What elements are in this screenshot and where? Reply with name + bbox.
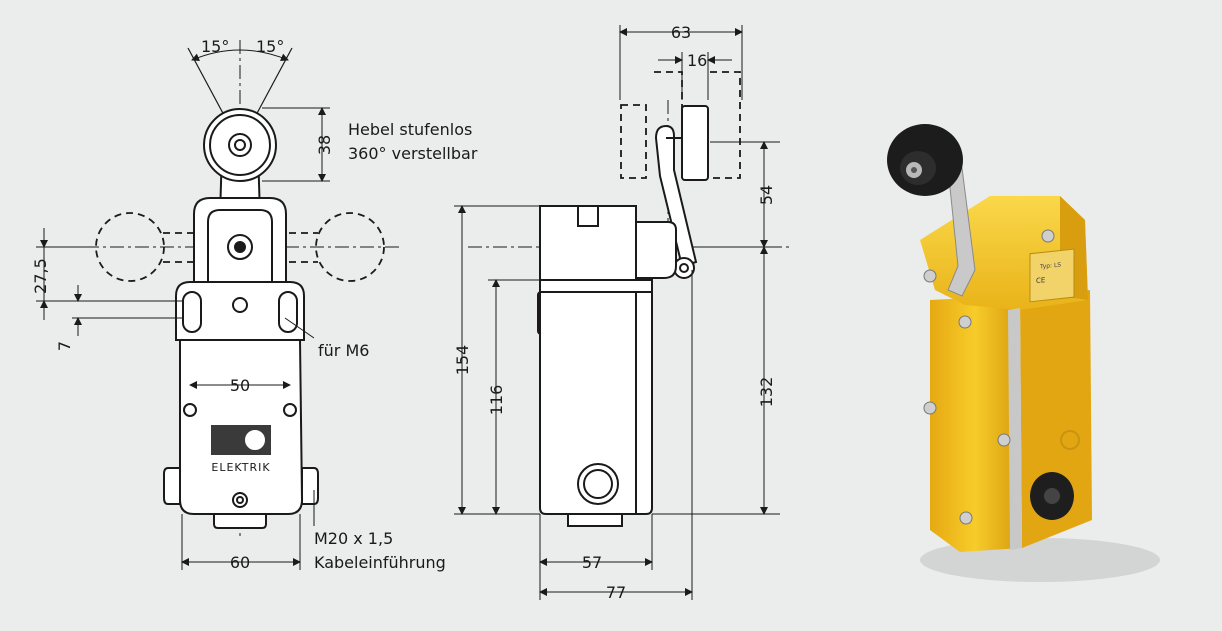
angle-left-label: 15° — [201, 37, 229, 56]
note-m20-line1: M20 x 1,5 — [314, 529, 393, 548]
dim-116-label: 116 — [487, 385, 506, 416]
dim-132-label: 132 — [757, 377, 776, 408]
dim-7-label: 7 — [55, 341, 74, 351]
dim-77-label: 77 — [606, 583, 626, 602]
dim-57-label: 57 — [582, 553, 602, 572]
dim-154-label: 154 — [453, 345, 472, 376]
device-label-line1: Typ: LS — [1039, 261, 1061, 270]
note-m6: für M6 — [318, 341, 369, 360]
device-label-line2: CE — [1036, 275, 1045, 285]
dim-27-5-label: 27,5 — [31, 258, 50, 294]
device-label — [1029, 248, 1075, 303]
note-lever-line1: Hebel stufenlos — [348, 120, 472, 139]
note-lever-line2: 360° verstellbar — [348, 144, 478, 163]
side-view: 63 16 54 154 116 132 57 77 — [453, 23, 790, 602]
screw-icon — [997, 433, 1011, 447]
dim-50-label: 50 — [230, 376, 250, 395]
screw-icon — [923, 401, 937, 415]
screw-icon — [959, 511, 973, 525]
screw-icon — [1041, 229, 1055, 243]
product-photo: Typ: LS CE — [887, 124, 1160, 582]
front-view: ELEKTRIK 15° 15° 38 27,5 7 50 60 Hebel s… — [31, 37, 478, 572]
dim-16-label: 16 — [687, 51, 707, 70]
angle-right-label: 15° — [256, 37, 284, 56]
dim-63-label: 63 — [671, 23, 691, 42]
logo-text: ELEKTRIK — [211, 461, 270, 474]
screw-icon — [958, 315, 972, 329]
logo-icon — [243, 428, 267, 452]
logo-emboss-icon — [1060, 430, 1080, 450]
note-m20-line2: Kabeleinführung — [314, 553, 446, 572]
dim-54-label: 54 — [757, 185, 776, 205]
dim-38-label: 38 — [315, 135, 334, 155]
screw-icon — [923, 269, 937, 283]
dim-60-label: 60 — [230, 553, 250, 572]
